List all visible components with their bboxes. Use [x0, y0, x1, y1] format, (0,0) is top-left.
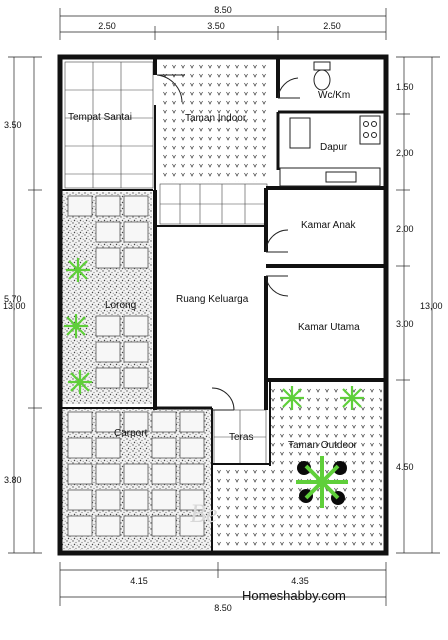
- dim-bottom-segment-2: 4.35: [291, 576, 309, 586]
- dim-right-segment-1: 1.50: [396, 82, 414, 92]
- plant-icons: [64, 258, 364, 508]
- dim-right-segment-4: 3.00: [396, 319, 414, 329]
- front-garden-floor: [214, 466, 270, 550]
- walls: [57, 54, 389, 556]
- brand-label: Homeshabby.com: [242, 588, 346, 603]
- room-label-wc-km: Wc/Km: [318, 90, 350, 101]
- room-label-lorong: Lorong: [105, 300, 136, 311]
- dim-right-total: 13,00: [420, 301, 443, 311]
- dim-top-segment-1: 2.50: [98, 21, 116, 31]
- corridor-tiles: [159, 183, 268, 225]
- dimension-lines: [8, 8, 440, 606]
- dim-bottom-segment-1: 4.15: [130, 576, 148, 586]
- teras-floor: [213, 409, 267, 465]
- dim-left-segment-2: 5.70: [4, 294, 22, 304]
- room-label-kamar-anak: Kamar Anak: [301, 220, 356, 231]
- tempat-santai-floor: [64, 61, 154, 189]
- room-label-kamar-utama: Kamar Utama: [298, 322, 360, 333]
- watermark: Be: [190, 499, 217, 528]
- dim-right-segment-3: 2.00: [396, 224, 414, 234]
- dim-top-segment-2: 3.50: [207, 21, 225, 31]
- room-label-tempat-santai: Tempat Santai: [68, 112, 132, 123]
- dim-right-segment-2: 2,00: [396, 148, 414, 158]
- dim-left-total: 13,00: [3, 301, 26, 311]
- kitchen-counter: [279, 115, 381, 187]
- dim-bottom-total: 8.50: [214, 603, 232, 613]
- carport-tiles: [67, 411, 205, 537]
- dim-right-segment-5: 4.50: [396, 462, 414, 472]
- room-label-taman-outdoor: Taman Outdoor: [288, 440, 358, 451]
- dim-left-segment-1: 3.50: [4, 120, 22, 130]
- room-label-carport: Carport: [114, 428, 148, 439]
- taman-outdoor-floor: [270, 384, 382, 550]
- room-label-dapur: Dapur: [320, 142, 348, 153]
- room-label-ruang-keluarga: Ruang Keluarga: [176, 294, 249, 305]
- dim-left-segment-3: 3.80: [4, 475, 22, 485]
- taman-indoor-floor: [160, 62, 267, 182]
- wc-fixtures: [289, 61, 331, 149]
- doors: [156, 74, 300, 411]
- room-label-taman-indoor: Taman Indoor: [185, 113, 247, 124]
- room-label-teras: Teras: [229, 432, 253, 443]
- lorong-pavers: [67, 195, 149, 389]
- dim-top-total: 8.50: [214, 5, 232, 15]
- dim-top-segment-3: 2.50: [323, 21, 341, 31]
